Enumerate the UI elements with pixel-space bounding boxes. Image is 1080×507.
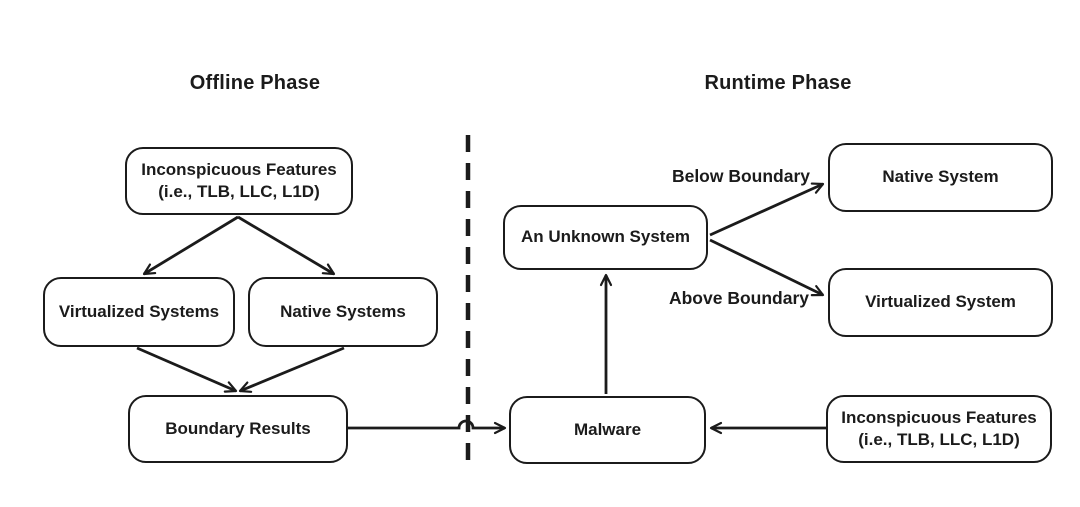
arrow-virtualized-to-boundary	[136, 346, 238, 393]
offline-phase-title: Offline Phase	[189, 72, 321, 94]
node-virtualized-system: Virtualized System	[828, 268, 1053, 337]
node-unknown-system: An Unknown System	[503, 205, 708, 270]
node-label-line2: (i.e., TLB, LLC, L1D)	[158, 182, 320, 201]
edge-label-above-boundary: Above Boundary	[668, 288, 810, 308]
arrow-features-to-virtualized-systems	[142, 215, 239, 276]
node-label: Virtualized Systems	[58, 301, 220, 321]
arrow-features-to-native-systems	[237, 215, 336, 276]
runtime-phase-title: Runtime Phase	[704, 72, 852, 94]
node-malware: Malware	[509, 396, 706, 464]
node-label: Virtualized System	[865, 292, 1016, 312]
node-runtime-inconspicuous-features: Inconspicuous Features (i.e., TLB, LLC, …	[826, 395, 1052, 463]
node-offline-inconspicuous-features: Inconspicuous Features (i.e., TLB, LLC, …	[125, 147, 353, 215]
node-boundary-results: Boundary Results	[128, 395, 348, 463]
node-label: An Unknown System	[520, 227, 691, 247]
arrow-native-to-boundary	[238, 346, 345, 393]
arrow-unknown-to-native	[709, 182, 825, 237]
node-label: Malware	[573, 419, 642, 439]
node-native-systems: Native Systems	[248, 277, 438, 347]
node-label: Native System	[882, 167, 999, 187]
arrow-unknown-to-virtualized	[709, 238, 825, 297]
node-native-system: Native System	[828, 143, 1053, 212]
arrow-boundary-to-malware	[348, 419, 507, 435]
node-label-line2: (i.e., TLB, LLC, L1D)	[858, 430, 1020, 449]
node-label-line1: Inconspicuous Features	[141, 159, 337, 179]
edge-label-below-boundary: Below Boundary	[671, 166, 811, 186]
node-label-line1: Inconspicuous Features	[841, 407, 1037, 427]
node-virtualized-systems: Virtualized Systems	[43, 277, 235, 347]
node-label: Boundary Results	[165, 418, 311, 438]
node-label: Native Systems	[280, 301, 406, 321]
